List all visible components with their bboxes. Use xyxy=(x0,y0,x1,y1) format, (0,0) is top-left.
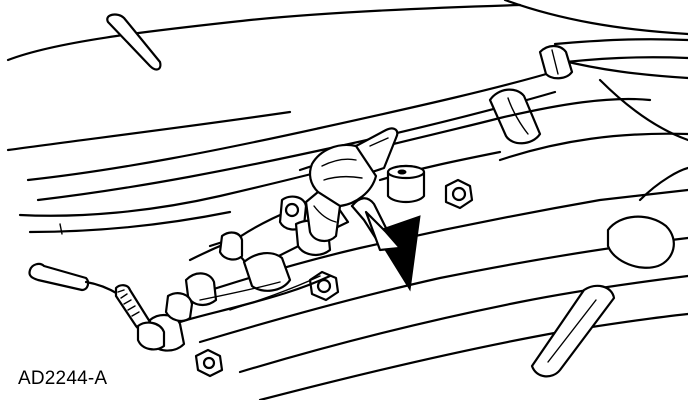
bolt-middle xyxy=(308,270,340,302)
bolt-upper-right xyxy=(444,178,474,210)
bolt-small-cylinder xyxy=(386,164,426,204)
diagonal-rod xyxy=(106,13,162,71)
bolt-heads xyxy=(194,164,474,378)
figure-id-label: AD2244-A xyxy=(18,368,108,389)
main-block xyxy=(178,97,688,402)
right-housing xyxy=(498,132,688,378)
tube-bracket xyxy=(488,44,574,145)
callout-arrow xyxy=(350,197,421,292)
bolt-lower-left xyxy=(194,348,224,378)
electrical-connector xyxy=(304,127,399,242)
upper-housing-outline xyxy=(6,0,688,152)
speed-sensor xyxy=(28,262,166,351)
